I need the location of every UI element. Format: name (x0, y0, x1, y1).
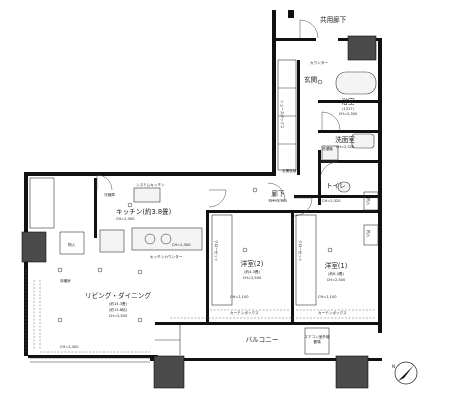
note-closet-1: クローゼット (298, 240, 303, 262)
label-hallway: 廊下 (271, 189, 285, 198)
label-western-1-ch: CH=2,500 (327, 278, 346, 282)
note-ch-2100-w1: CH=2,100 (318, 295, 337, 299)
label-washroom-ch: CH=2,320 (336, 145, 355, 149)
label-living-dining: リビング・ダイニング (85, 291, 151, 300)
stove-icon (133, 187, 161, 203)
note-storage-2: 物入 (366, 230, 371, 238)
note-washer: 洗濯機 (322, 146, 333, 151)
fridge-icon (99, 229, 125, 253)
annotations: カウンター シューズボックス 物入 物入 クローゼット クローゼット カーテンボ… (60, 60, 371, 349)
washer-icon (321, 145, 339, 161)
label-common-corridor: 共用廊下 (320, 15, 347, 24)
note-curtain-box-2: カーテンボックス (230, 310, 259, 315)
compass-label: N (392, 364, 395, 369)
label-toilet: トイレ (326, 182, 346, 190)
fixtures (99, 71, 377, 253)
north-arrow-icon (398, 365, 414, 381)
label-entrance: 玄関 (304, 75, 318, 84)
room-labels: 共用廊下 玄関 浴室 (1317) CH=2,300 洗面室 CH=2,320 … (85, 15, 358, 344)
note-curtain-box-1: カーテンボックス (318, 310, 347, 315)
kitchen-counter-icon (131, 227, 203, 251)
bathtub-icon (335, 71, 377, 95)
compass: N (392, 361, 418, 385)
label-kitchen-ch: CH=2,300 (116, 217, 135, 221)
label-kitchen: キッチン(約3.8畳) (116, 207, 171, 216)
label-toilet-ch: CH=2,320 (322, 199, 341, 203)
label-aircon-box2: 置場 (313, 339, 321, 344)
columns (21, 35, 377, 389)
note-fridge: 冷蔵庫 (104, 192, 115, 197)
label-living-dining-ch: CH=2,500 (109, 314, 128, 318)
downlights (57, 79, 333, 323)
note-ch-2450: CH=2,450 (60, 345, 79, 349)
note-counter-kitchen: キッチンカウンター (150, 254, 183, 259)
label-bathroom-ch: CH=2,300 (339, 112, 358, 116)
note-ch-2300: CH=2,300 (172, 243, 191, 247)
label-balcony: バルコニー (246, 336, 279, 344)
toilet-icon (337, 181, 351, 193)
note-ch-2100-w2: CH=2,100 (230, 295, 249, 299)
note-storage-1: 物入 (366, 198, 371, 206)
note-system-kitchen: システムキッチン (136, 182, 165, 187)
note-counter: カウンター (310, 60, 328, 65)
washbasin-icon (351, 133, 375, 149)
note-closet-2: クローゼット (214, 240, 219, 262)
label-western-2-size: (約4.3畳) (244, 269, 260, 274)
label-western-2: 洋室(2) (241, 259, 264, 268)
note-floor-heating: 床暖房 (60, 278, 71, 283)
label-western-1: 洋室(1) (325, 261, 348, 270)
label-aircon-box: エアコン室外機 (304, 334, 330, 339)
label-western-2-ch: CH=2,500 (243, 276, 262, 280)
label-bathroom: 浴室 (341, 97, 355, 106)
label-hallway-ch: CH=2,300 (269, 199, 288, 203)
walls (24, 10, 382, 361)
note-entrance-storage: 玄関収納 (282, 168, 297, 173)
doors (96, 19, 341, 217)
label-bathroom-size: (1317) (342, 107, 355, 111)
label-western-1-size: (約6.4畳) (328, 271, 344, 276)
note-shoe-closet: シューズボックス (280, 100, 285, 129)
detail-lines (25, 59, 379, 363)
note-storage-kitchen: 物入 (68, 242, 76, 247)
label-living-dining-size2: (約13.8帖) (109, 307, 128, 312)
label-living-dining-size: (約14.3畳) (109, 301, 128, 306)
label-washroom: 洗面室 (335, 135, 355, 144)
